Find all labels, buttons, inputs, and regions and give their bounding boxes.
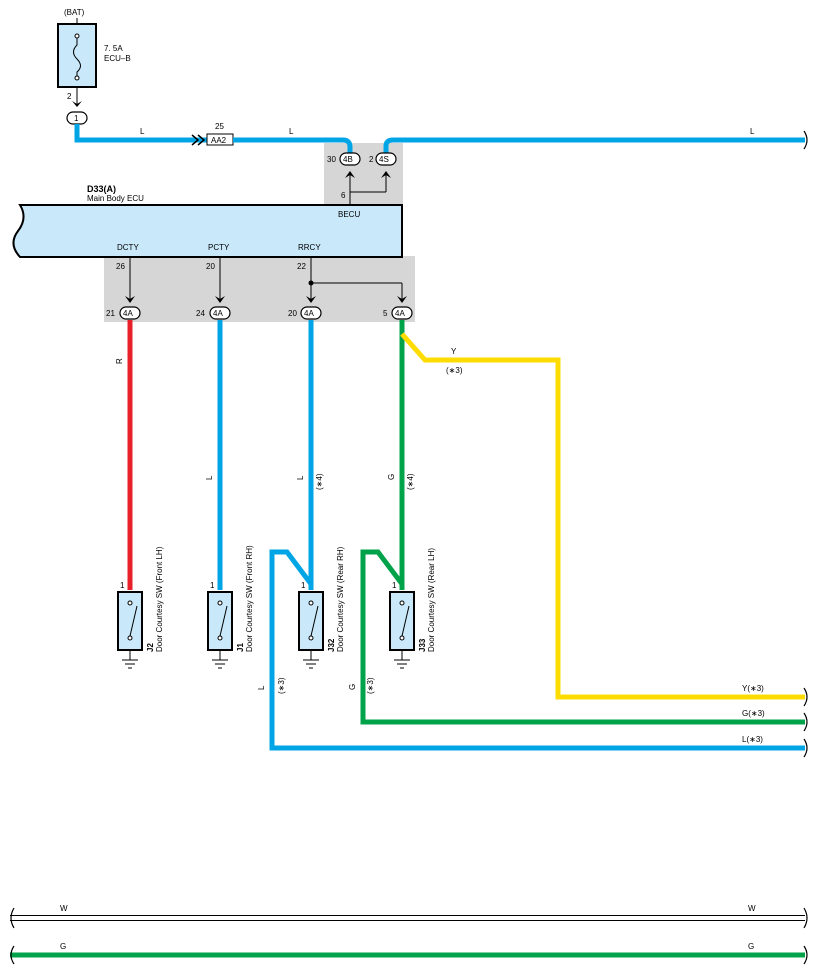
fuse-arrow <box>72 101 82 107</box>
svg-text:4A: 4A <box>213 309 223 318</box>
svg-text:L: L <box>257 685 266 690</box>
ecu-becu: BECU <box>338 210 360 219</box>
junction-arrow <box>191 134 206 146</box>
svg-text:G: G <box>60 942 66 951</box>
svg-text:30: 30 <box>327 155 336 164</box>
ecu-code: D33(A) <box>87 184 116 194</box>
top-connector-area <box>324 143 403 205</box>
svg-text:5: 5 <box>383 309 388 318</box>
svg-text:1: 1 <box>301 581 306 590</box>
svg-text:Y(∗3): Y(∗3) <box>742 684 764 693</box>
switch-j1: 1 J1 Door Courtesy SW (Front RH) <box>207 545 254 669</box>
svg-text:20: 20 <box>206 262 215 271</box>
wire-y-star3 <box>400 332 805 700</box>
svg-text:21: 21 <box>106 309 115 318</box>
svg-text:AA2: AA2 <box>211 136 227 145</box>
svg-text:4B: 4B <box>343 155 353 164</box>
conn-4a-3 <box>300 306 322 320</box>
svg-text:PCTY: PCTY <box>208 243 230 252</box>
svg-text:G(∗3): G(∗3) <box>742 709 765 718</box>
ecu-box <box>12 204 403 258</box>
wire-l-to-4b <box>233 137 353 153</box>
svg-text:G: G <box>387 474 396 480</box>
wire-l-from-4s <box>383 137 805 153</box>
svg-text:(∗3): (∗3) <box>277 677 286 694</box>
svg-text:4S: 4S <box>379 155 389 164</box>
svg-text:G: G <box>748 942 754 951</box>
svg-text:(∗3): (∗3) <box>366 677 375 694</box>
conn-4s <box>375 152 397 166</box>
svg-text:Door Courtesy SW (Rear LH): Door Courtesy SW (Rear LH) <box>427 548 436 652</box>
fuse-name: ECU–B <box>104 54 131 63</box>
svg-text:Door Courtesy SW (Front RH): Door Courtesy SW (Front RH) <box>245 545 254 652</box>
svg-text:25: 25 <box>215 122 224 131</box>
switch-j33: 1 J33 Door Courtesy SW (Rear LH) <box>389 548 436 669</box>
svg-text:4A: 4A <box>123 309 133 318</box>
svg-text:26: 26 <box>116 262 125 271</box>
svg-text:W: W <box>60 904 68 913</box>
svg-text:1: 1 <box>392 581 397 590</box>
svg-text:J33: J33 <box>418 638 427 652</box>
fuse-pin: 2 <box>67 92 72 101</box>
svg-text:L: L <box>140 127 145 136</box>
svg-text:W: W <box>748 904 756 913</box>
svg-text:4A: 4A <box>395 309 405 318</box>
switch-j2: 1 J2 Door Courtesy SW (Front LH) <box>117 546 164 669</box>
svg-text:R: R <box>115 358 124 364</box>
svg-text:L(∗3): L(∗3) <box>742 735 763 744</box>
svg-text:(∗4): (∗4) <box>315 473 324 490</box>
svg-text:Door Courtesy SW (Rear RH): Door Courtesy SW (Rear RH) <box>336 546 345 652</box>
svg-text:22: 22 <box>297 262 306 271</box>
svg-text:J1: J1 <box>236 643 245 652</box>
svg-text:J2: J2 <box>146 643 155 652</box>
svg-text:G: G <box>348 684 357 690</box>
svg-text:20: 20 <box>288 309 297 318</box>
wire-l-star3 <box>269 549 805 751</box>
switch-j32: 1 J32 Door Courtesy SW (Rear RH) <box>298 546 345 669</box>
svg-text:(∗3): (∗3) <box>446 366 463 375</box>
wire-g-star3 <box>360 549 805 725</box>
svg-text:J32: J32 <box>327 638 336 652</box>
svg-text:L: L <box>750 127 755 136</box>
fuse-rating: 7. 5A <box>104 44 123 53</box>
svg-text:L: L <box>296 475 305 480</box>
ecu-name: Main Body ECU <box>87 194 144 203</box>
svg-text:2: 2 <box>369 155 374 164</box>
svg-text:1: 1 <box>120 581 125 590</box>
svg-text:24: 24 <box>196 309 205 318</box>
svg-text:L: L <box>205 475 214 480</box>
svg-text:DCTY: DCTY <box>117 243 139 252</box>
svg-text:L: L <box>289 127 294 136</box>
conn-4a-1 <box>119 306 141 320</box>
svg-text:Door Courtesy SW (Front LH): Door Courtesy SW (Front LH) <box>155 546 164 652</box>
conn-4a-2 <box>209 306 231 320</box>
svg-text:(∗4): (∗4) <box>406 473 415 490</box>
conn-4b <box>339 152 361 166</box>
svg-text:1: 1 <box>74 114 79 123</box>
battery-label: (BAT) <box>64 8 85 17</box>
fuse-symbol <box>73 35 81 79</box>
svg-text:4A: 4A <box>304 309 314 318</box>
bottom-connector-area <box>104 256 415 322</box>
svg-text:6: 6 <box>341 191 346 200</box>
wire-l-main <box>74 124 207 143</box>
conn-4a-4 <box>391 306 413 320</box>
svg-text:RRCY: RRCY <box>298 243 321 252</box>
svg-text:1: 1 <box>210 581 215 590</box>
svg-text:Y: Y <box>451 347 457 356</box>
